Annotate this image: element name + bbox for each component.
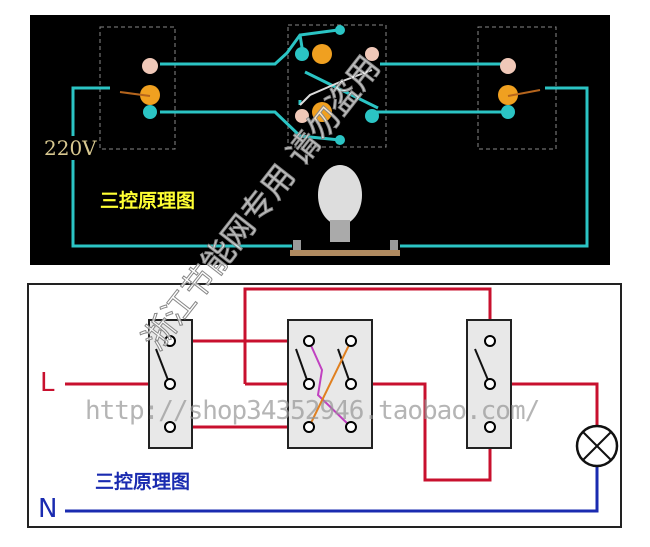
neutral-wire <box>65 466 599 513</box>
bottom-title: 三控原理图 <box>95 471 191 493</box>
live-label: L <box>40 368 55 398</box>
live-wire <box>65 287 599 482</box>
top-panel <box>30 15 610 265</box>
watermark-url: http://shop34352946.taobao.com/ <box>85 396 540 426</box>
light-bulb-icon <box>290 165 400 256</box>
bottom-panel <box>27 283 622 528</box>
terminals <box>119 25 541 145</box>
voltage-label: 220V <box>42 136 99 160</box>
terminals <box>164 335 496 433</box>
right-switch-box <box>477 26 557 150</box>
neutral-label: N <box>38 494 58 524</box>
top-title: 三控原理图 <box>100 190 196 212</box>
lamp-symbol-icon <box>575 424 619 468</box>
middle-switch-box <box>287 24 387 148</box>
